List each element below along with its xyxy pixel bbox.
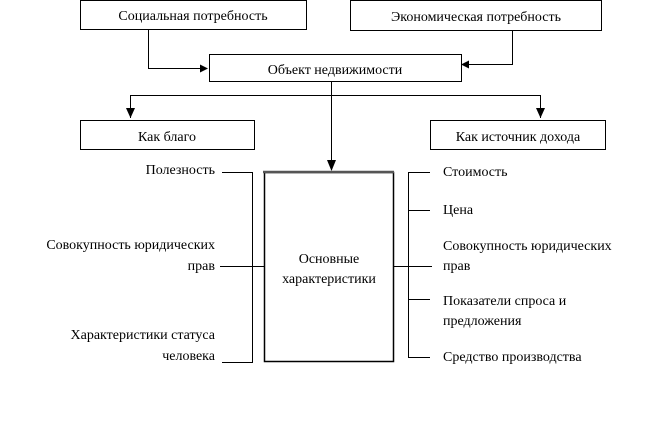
as-good-label: Как благо xyxy=(138,130,196,145)
social-arrow xyxy=(148,30,208,73)
economic-need-label: Экономическая потребность xyxy=(391,10,561,25)
main-label-line2: характеристики xyxy=(282,272,376,287)
left-item: Характеристики статуса xyxy=(71,328,216,343)
social-need-label: Социальная потребность xyxy=(118,9,267,24)
economic-need-box: Экономическая потребность xyxy=(350,0,602,31)
left-item: Совокупность юридических xyxy=(46,238,215,253)
left-item: Полезность xyxy=(146,163,215,178)
right-item: Стоимость xyxy=(443,165,508,180)
right-item: предложения xyxy=(443,314,522,329)
as-income-box: Как источник дохода xyxy=(430,120,606,150)
right-item: Совокупность юридических xyxy=(443,239,612,254)
branch-line xyxy=(130,95,541,118)
as-income-label: Как источник дохода xyxy=(456,130,581,145)
economic-arrow xyxy=(461,31,513,69)
right-item: Средство производства xyxy=(443,350,582,365)
left-items: Полезность Совокупность юридических прав… xyxy=(46,163,215,364)
main-label-line1: Основные xyxy=(299,252,360,267)
object-label: Объект недвижимости xyxy=(268,63,403,78)
right-item: Показатели спроса и xyxy=(443,294,567,309)
arrow-down-left-icon xyxy=(126,108,135,118)
left-item: прав xyxy=(188,259,216,274)
left-item: человека xyxy=(162,349,216,364)
arrow-down-main-icon xyxy=(327,160,336,171)
main-characteristics-box: Основные характеристики xyxy=(263,170,395,363)
object-box: Объект недвижимости xyxy=(209,54,462,82)
right-items: Стоимость Цена Совокупность юридических … xyxy=(443,165,612,365)
social-need-box: Социальная потребность xyxy=(80,0,307,30)
arrow-down-right-icon xyxy=(536,108,545,118)
left-bracket xyxy=(220,172,264,363)
right-item: Цена xyxy=(443,203,474,218)
right-item: прав xyxy=(443,259,471,274)
as-good-box: Как благо xyxy=(80,120,255,150)
right-bracket xyxy=(394,172,432,358)
